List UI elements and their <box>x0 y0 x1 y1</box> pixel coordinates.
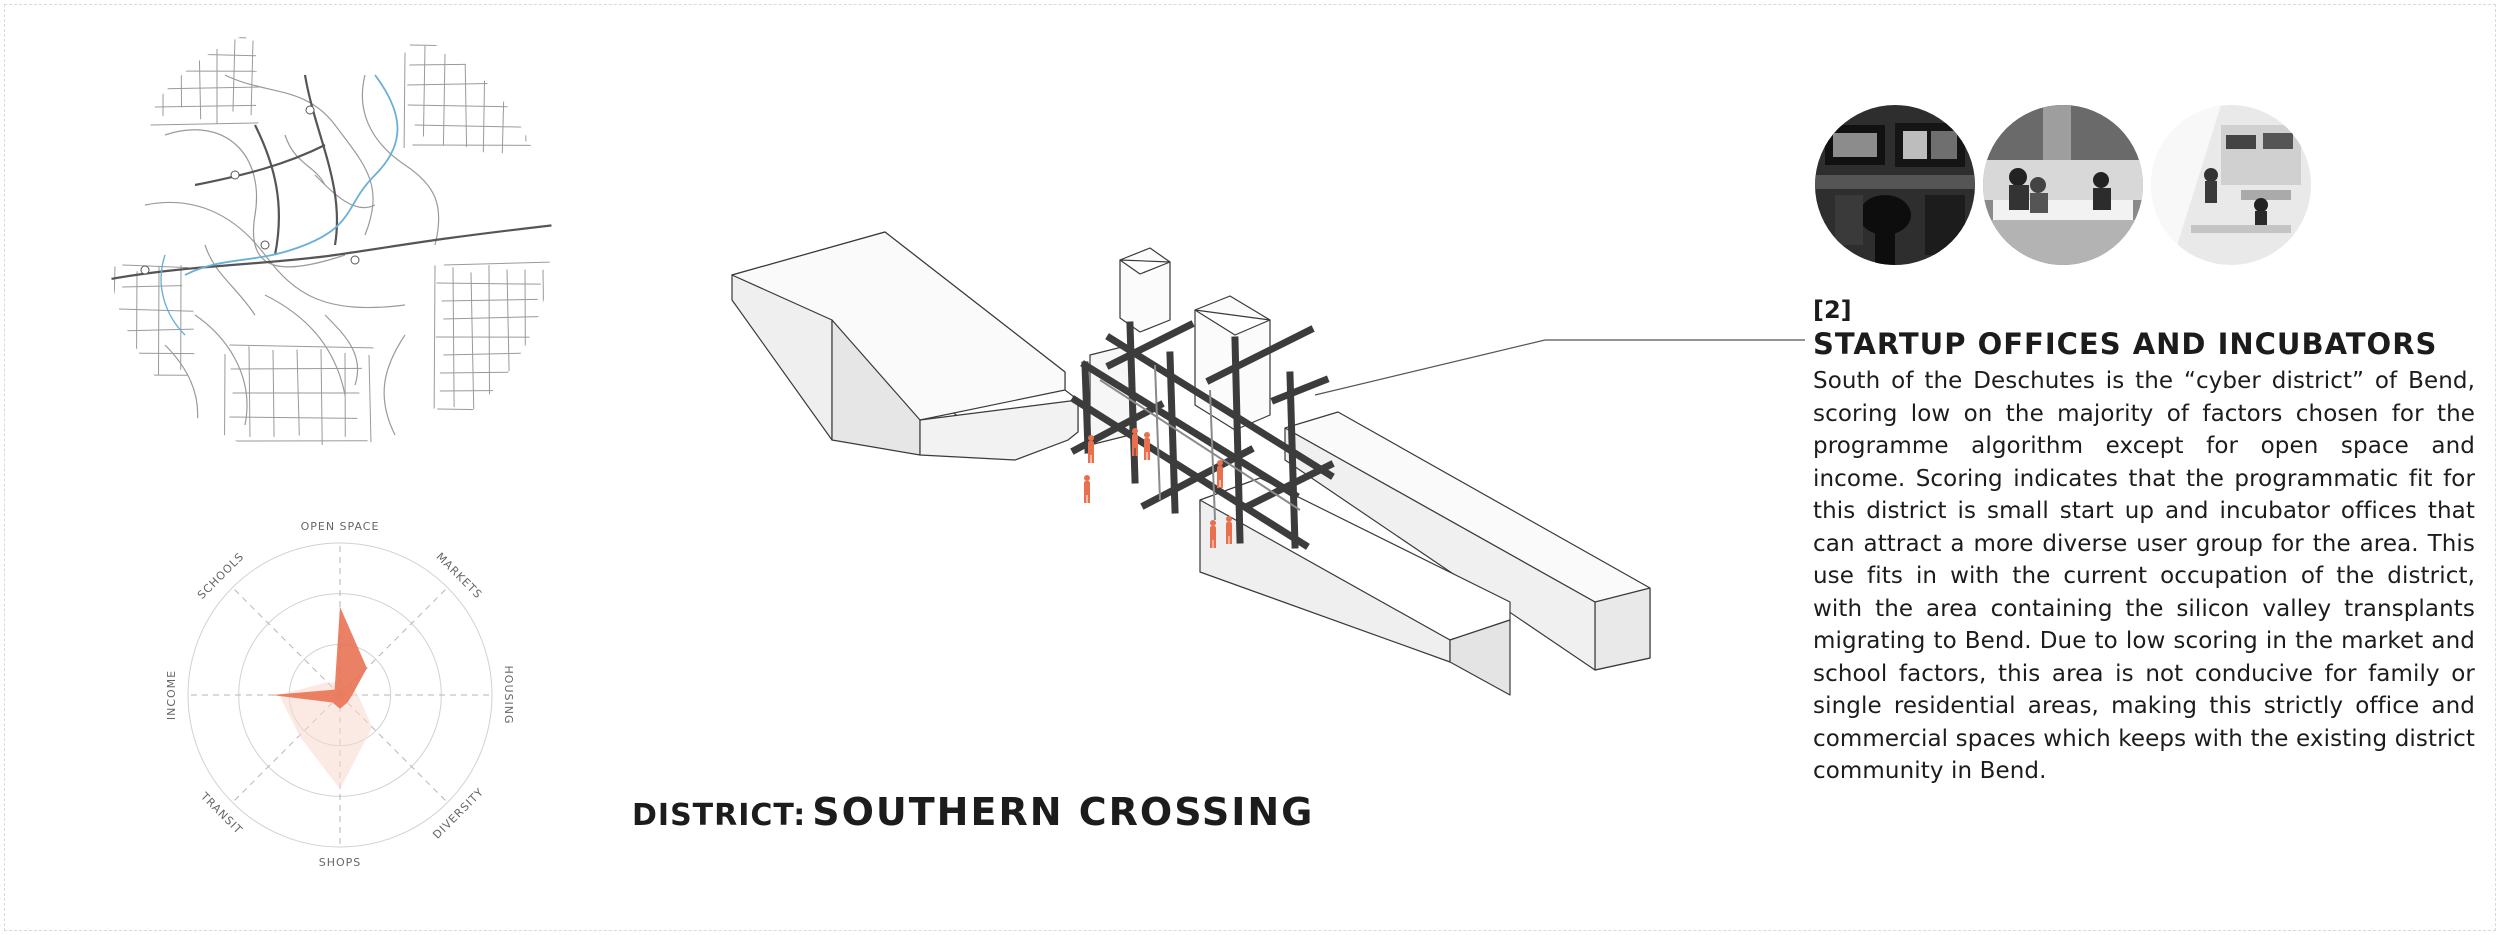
radar-axis-label-income: INCOME <box>165 670 178 720</box>
radar-axis-label-housing: HOUSING <box>502 666 515 725</box>
photo-office-meeting-icon <box>1983 105 2143 265</box>
photo-open-workspace-icon <box>2151 105 2311 265</box>
district-name: SOUTHERN CROSSING <box>812 790 1315 834</box>
radar-axis-label-schools: SCHOOLS <box>195 550 247 602</box>
radar-ring-2 <box>187 542 493 848</box>
radar-axis-label-shops: SHOPS <box>319 856 362 869</box>
axonometric-model <box>690 150 1730 710</box>
map-streets <box>108 34 552 446</box>
description-panel: [2] STARTUP OFFICES AND INCUBATORS South… <box>1813 296 2475 788</box>
district-title: DISTRICT:SOUTHERN CROSSING <box>632 790 1314 834</box>
radar-axis-label-open-space: OPEN SPACE <box>301 520 380 533</box>
radar-axis-line <box>232 587 341 696</box>
street-map-graphic <box>108 34 552 446</box>
district-map <box>105 15 555 465</box>
radar-axis-label-diversity: DIVERSITY <box>430 785 486 841</box>
section-title: STARTUP OFFICES AND INCUBATORS <box>1813 327 2438 361</box>
radar-chart-graphic: OPEN SPACEMARKETSHOUSINGDIVERSITYSHOPSTR… <box>165 520 515 869</box>
photo-strip <box>1815 105 2315 270</box>
photo-server-room-icon <box>1815 105 1975 265</box>
district-prefix: DISTRICT: <box>632 798 807 833</box>
people-figures <box>1084 428 1232 548</box>
radar-series-district <box>271 606 367 709</box>
section-body: South of the Deschutes is the “cyber dis… <box>1813 368 2475 784</box>
building-massing-diagram <box>731 231 1651 696</box>
radar-series-comparison <box>279 682 373 790</box>
river-line <box>184 74 399 276</box>
section-number: [2] <box>1813 296 1852 324</box>
